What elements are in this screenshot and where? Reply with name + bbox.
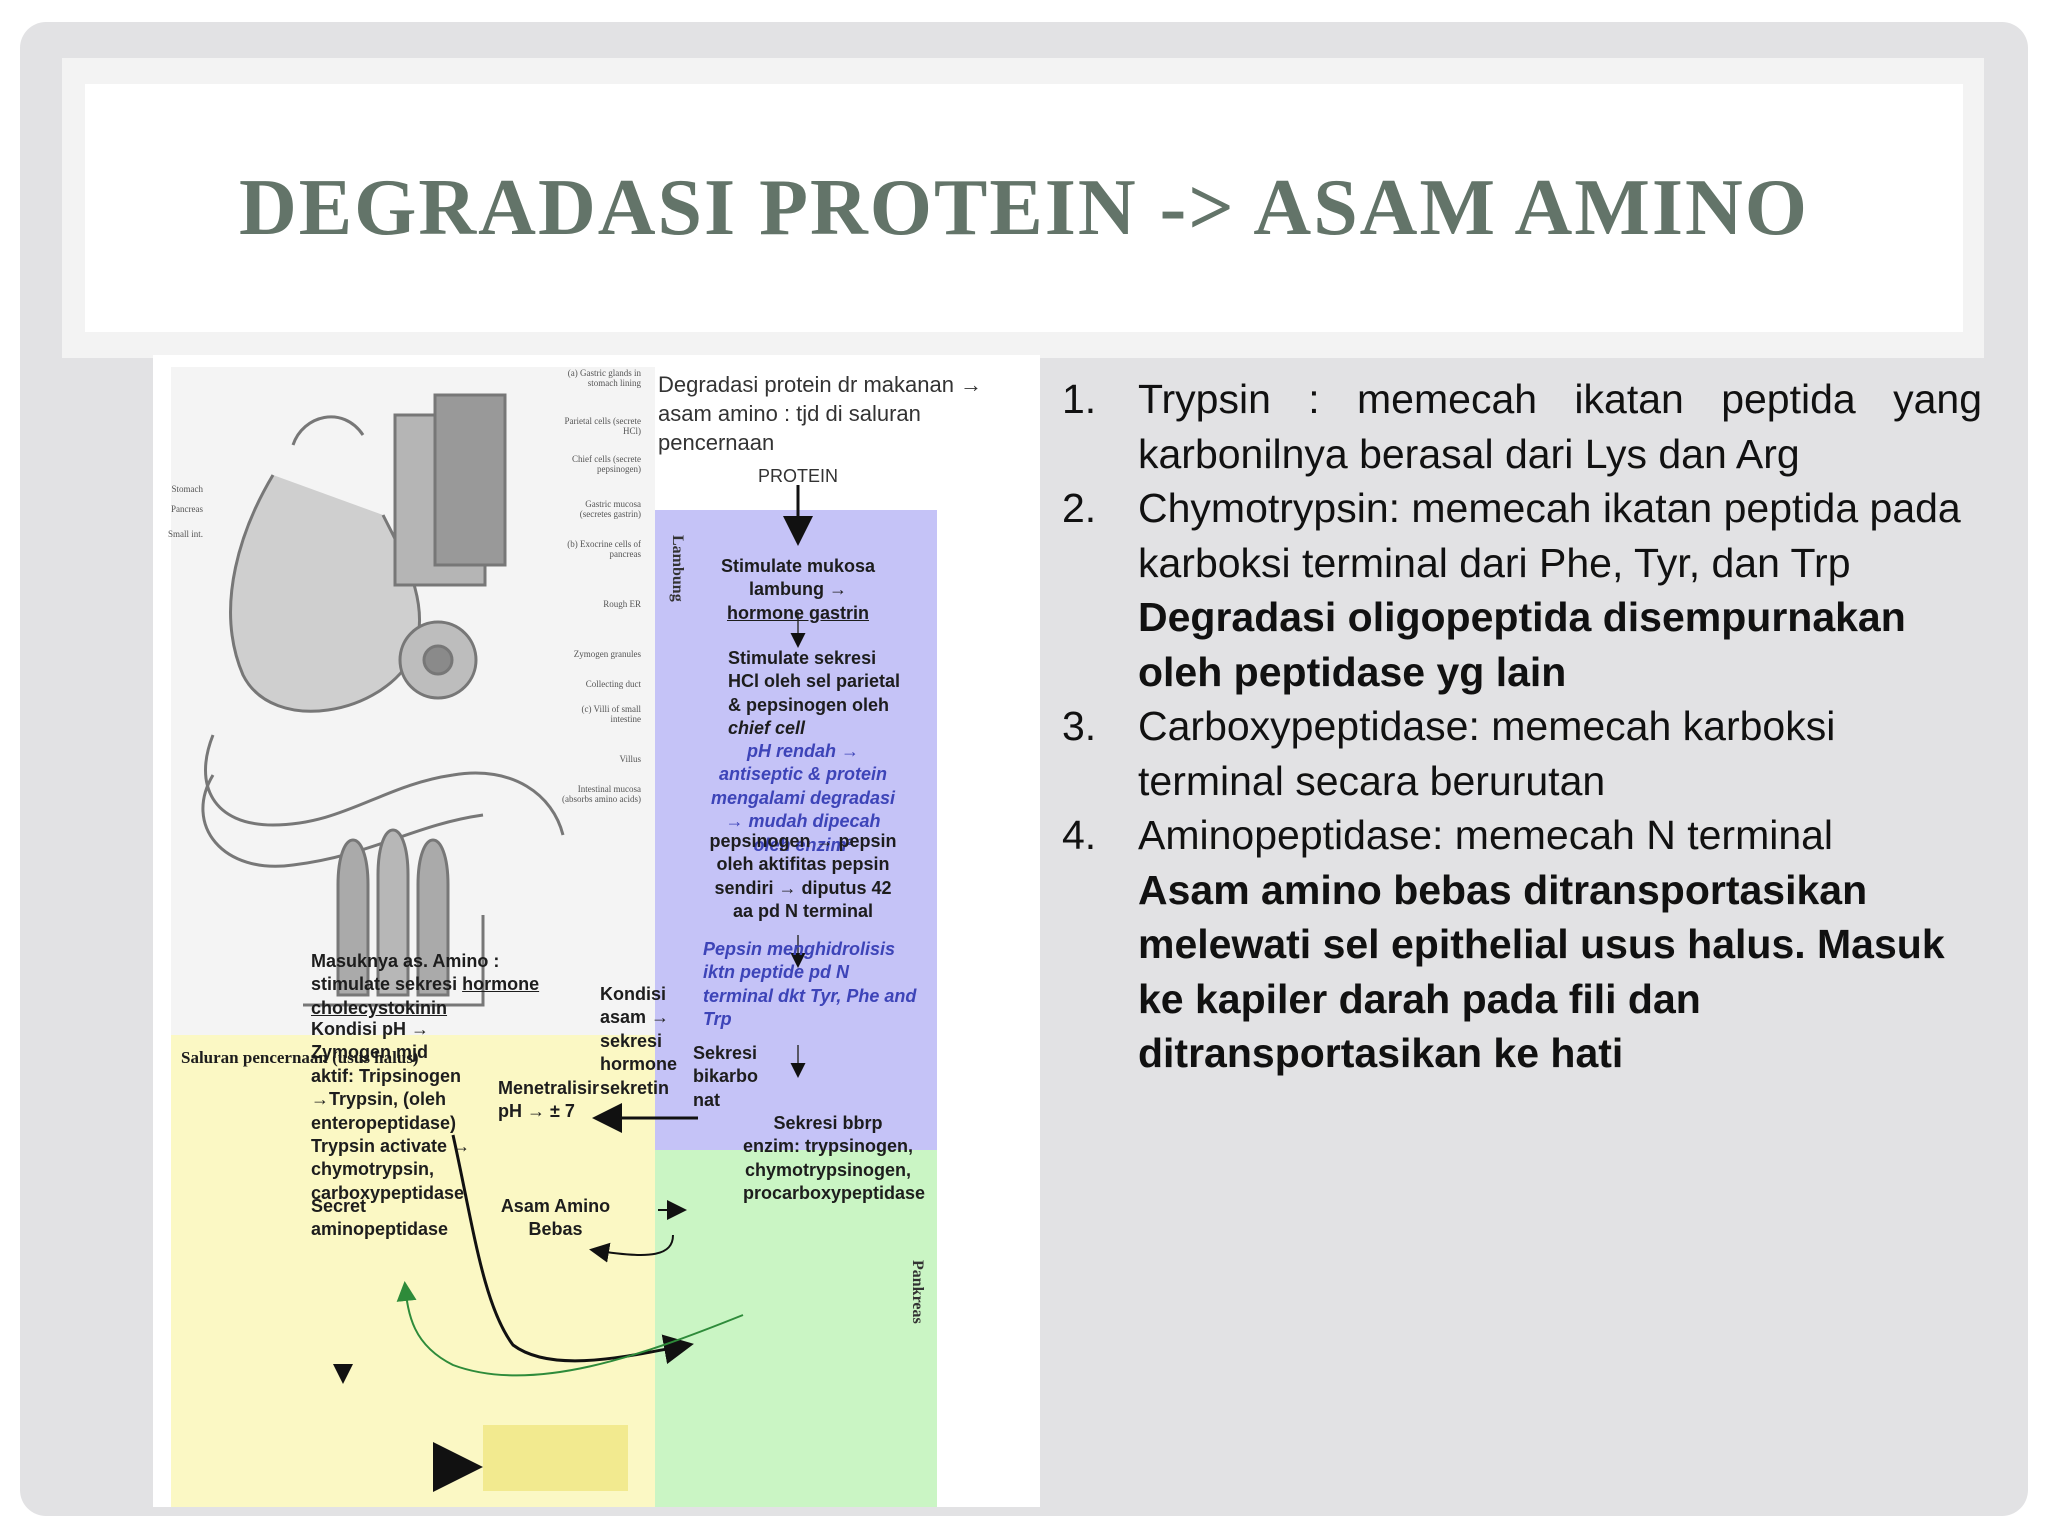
asam-amino-box (483, 1425, 628, 1491)
arrow-menetralisir (589, 1234, 674, 1263)
anat-label-small-int: Small int. (167, 529, 203, 539)
pankreas-label: Pankreas (909, 1260, 926, 1324)
sekresi-enzim-text: Sekresi bbrp enzim: trypsinogen, chymotr… (743, 1113, 926, 1204)
anat-label-collecting: Collecting duct (585, 679, 641, 689)
masuknya-label: Masuknya as. Amino : stimulate sekresi (311, 951, 500, 995)
anat-label-intestinal: Intestinal mucosa (absorbs amino acids) (562, 784, 641, 804)
stim-hcl-label: Stimulate sekresi HCl oleh sel parietal … (728, 648, 901, 715)
title-box: DEGRADASI PROTEIN -> ASAM AMINO (85, 84, 1963, 332)
secret-aminopeptidase-text: Secret aminopeptidase (311, 1196, 449, 1240)
protein-label: PROTEIN (757, 466, 838, 486)
usus-halus-label: Saluran pencernaan (usus halus) (181, 1048, 419, 1067)
pepsinogen-text: pepsinogen → pepsin oleh aktifitas pepsi… (709, 831, 897, 922)
arrow-enzim-to-usus (396, 1281, 744, 1377)
anatomy-sketch (201, 393, 565, 1007)
stim-mukosa-text: Stimulate mukosa lambung → hormone gastr… (713, 555, 883, 625)
list-number-4: 4. (1062, 812, 1097, 858)
figure-graphics (171, 367, 937, 1507)
asam-amino-bebas-text: Asam Amino Bebas (500, 1196, 611, 1240)
ph-rendah-text: pH rendah → antiseptic & protein mengala… (710, 741, 896, 855)
list-text-4: Aminopeptidase: memecah N terminal (1138, 812, 1834, 858)
kondisi-ph-text: Kondisi pH → Zymogen mjd aktif: Tripsino… (311, 1019, 471, 1203)
anat-label-zymogen: Zymogen granules (573, 649, 641, 659)
list-text-2-bold: Degradasi oligopeptida disempurnakan ole… (1138, 594, 1906, 695)
anat-label-parietal: Parietal cells (secrete HCl) (564, 416, 641, 436)
slide-title: DEGRADASI PROTEIN -> ASAM AMINO (239, 163, 1809, 252)
list-text-2: Chymotrypsin: memecah ikatan peptida pad… (1138, 485, 1961, 586)
anat-label-mucosa: Gastric mucosa (secretes gastrin) (579, 499, 641, 519)
sekresi-bikarbonat-text: Sekresi bikarbo nat (693, 1043, 759, 1110)
anat-label-stomach: Stomach (171, 484, 204, 494)
list-text-4-bold: Asam amino bebas ditransportasikan melew… (1138, 866, 1945, 1077)
hormone-cck-label: hormone cholecystokinin (311, 974, 540, 1018)
pankreas-region (655, 1150, 937, 1507)
list-item-3: 3. Carboxypeptidase: memecah karboksi te… (1062, 699, 1982, 808)
enzyme-list: 1. Trypsin : memecah ikatan peptida yang… (1062, 372, 1982, 1081)
lambung-region (655, 510, 937, 1150)
kondisi-asam-text: Kondisi asam → sekresi hormone sekretin (600, 984, 678, 1098)
masuknya-text: Masuknya as. Amino : stimulate sekresi h… (311, 950, 571, 1020)
pepsin-hidrolisis-text: Pepsin menghidrolisis iktn peptide pd N … (703, 939, 917, 1030)
anat-label-b: (b) Exocrine cells of pancreas (567, 539, 641, 559)
list-item-1: 1. Trypsin : memecah ikatan peptida yang… (1062, 372, 1982, 481)
anat-label-pancreas: Pancreas (171, 504, 203, 514)
list-item-4: 4. Aminopeptidase: memecah N terminal As… (1062, 808, 1982, 1081)
anat-label-a: (a) Gastric glands in stomach lining (567, 368, 641, 388)
figure-intro-text: Degradasi protein dr makanan → asam amin… (658, 372, 983, 456)
lambung-label: Lambung (669, 535, 686, 602)
list-item-2: 2. Chymotrypsin: memecah ikatan peptida … (1062, 481, 1982, 699)
list-text-1: Trypsin : memecah ikatan peptida yang ka… (1138, 376, 1982, 477)
list-text-3: Carboxypeptidase: memecah karboksi termi… (1138, 703, 1836, 804)
menetralisir-text: Menetralisir pH → ± 7 (498, 1078, 600, 1122)
anat-label-rough: Rough ER (603, 599, 641, 609)
anat-label-c: (c) Villi of small intestine (581, 704, 641, 724)
list-number-1: 1. (1062, 376, 1097, 422)
stim-hcl-text: Stimulate sekresi HCl oleh sel parietal … (728, 647, 908, 741)
protein-degradation-figure: (a) Gastric glands in stomach lining Par… (153, 355, 1040, 1507)
chief-cell-label: chief cell (728, 718, 806, 739)
stim-mukosa-label: Stimulate mukosa lambung → (720, 556, 876, 600)
anat-label-villus: Villus (619, 754, 641, 764)
list-number-3: 3. (1062, 703, 1097, 749)
anat-label-chief: Chief cells (secrete pepsinogen) (572, 454, 641, 474)
hormone-gastrin-label: hormone gastrin (726, 602, 869, 623)
list-number-2: 2. (1062, 485, 1097, 531)
